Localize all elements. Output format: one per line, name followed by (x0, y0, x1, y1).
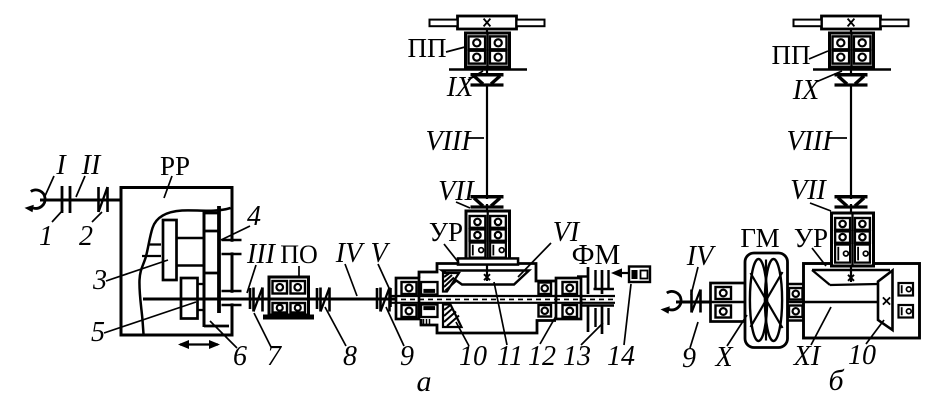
svg-text:4: 4 (247, 201, 261, 232)
svg-text:I: I (55, 150, 67, 181)
svg-text:ПП: ПП (408, 33, 447, 63)
svg-text:3: 3 (92, 265, 107, 296)
svg-text:11: 11 (497, 341, 523, 372)
svg-text:IV: IV (686, 241, 716, 272)
svg-text:8: 8 (343, 341, 357, 372)
svg-text:VI: VI (553, 217, 581, 248)
svg-text:VIII: VIII (786, 126, 833, 157)
svg-text:9: 9 (682, 343, 696, 374)
svg-text:VII: VII (790, 175, 827, 206)
svg-text:VIII: VIII (425, 126, 472, 157)
svg-text:12: 12 (528, 341, 556, 372)
svg-text:2: 2 (79, 221, 93, 252)
svg-text:РР: РР (160, 151, 190, 181)
svg-text:IX: IX (446, 72, 474, 103)
svg-text:6: 6 (233, 341, 247, 372)
svg-text:7: 7 (267, 341, 282, 372)
svg-text:III: III (246, 239, 277, 270)
svg-text:1: 1 (39, 221, 53, 252)
svg-text:V: V (370, 238, 390, 269)
svg-text:XI: XI (793, 341, 822, 372)
svg-text:ФМ: ФМ (572, 239, 621, 271)
svg-text:II: II (81, 150, 102, 181)
svg-text:ПП: ПП (772, 40, 811, 70)
svg-text:14: 14 (607, 341, 635, 372)
svg-text:а: а (417, 365, 432, 398)
svg-text:10: 10 (459, 341, 487, 372)
svg-text:б: б (828, 364, 844, 397)
svg-text:IV: IV (335, 238, 365, 269)
svg-text:IX: IX (792, 75, 820, 106)
svg-text:ПО: ПО (280, 240, 318, 269)
svg-text:УР: УР (794, 223, 828, 253)
svg-text:X: X (714, 342, 733, 373)
svg-text:УР: УР (429, 217, 463, 247)
svg-text:13: 13 (563, 341, 591, 372)
svg-text:9: 9 (400, 341, 414, 372)
svg-text:10: 10 (848, 340, 876, 371)
svg-text:5: 5 (91, 317, 105, 348)
svg-text:ГМ: ГМ (740, 223, 779, 253)
